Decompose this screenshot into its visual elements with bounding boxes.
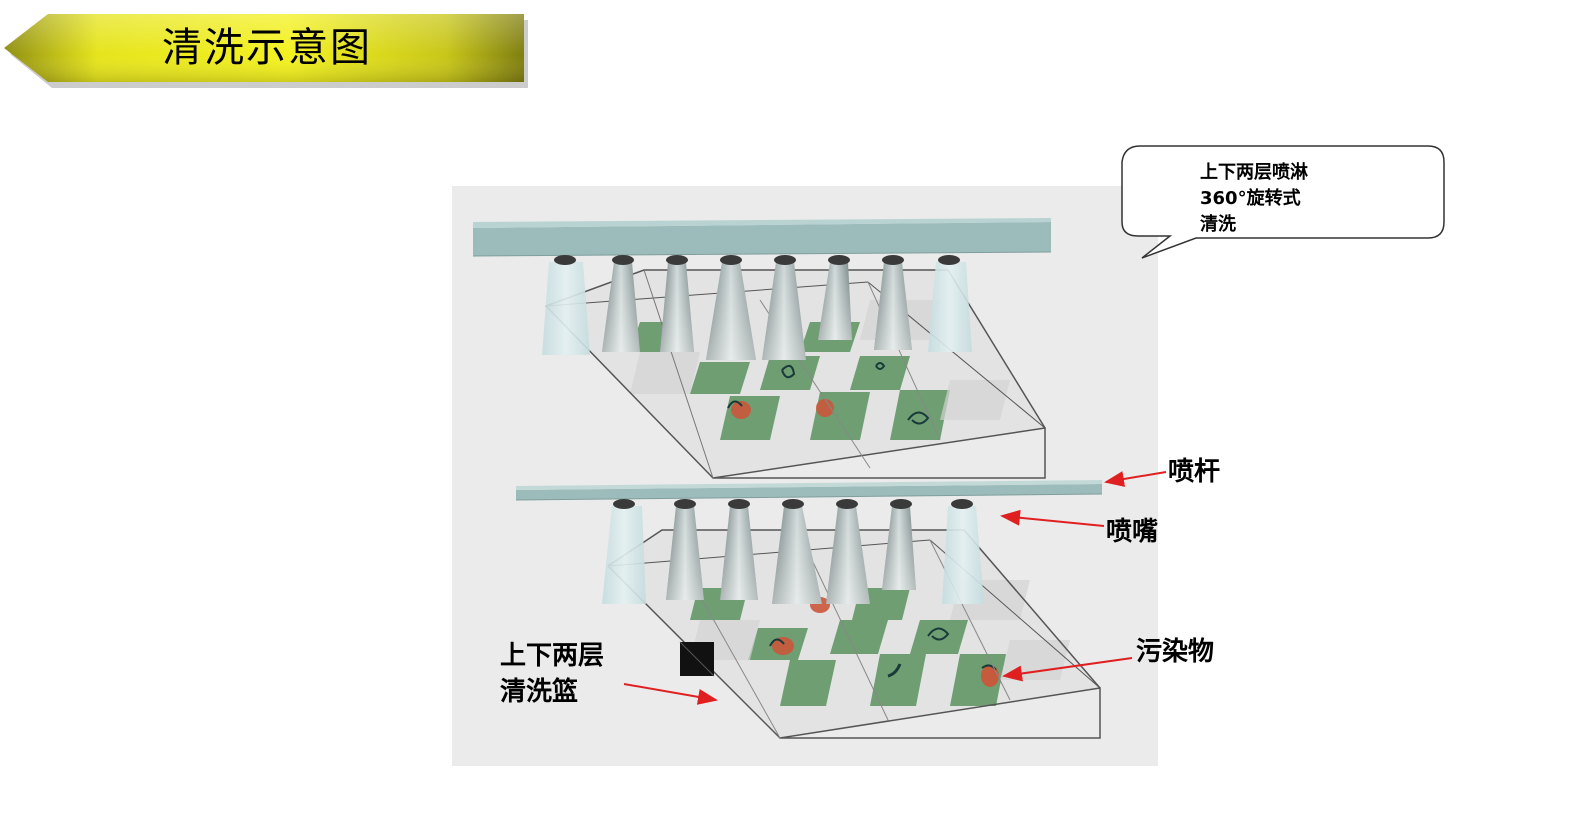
nozzle — [720, 499, 758, 600]
nozzle — [942, 499, 984, 604]
basket-label-line-1: 上下两层 — [500, 641, 604, 671]
nozzle — [874, 255, 912, 350]
callout-line-1: 上下两层喷淋 — [1200, 161, 1308, 183]
nozzle — [660, 255, 694, 352]
nozzle — [818, 255, 852, 340]
nozzle-label: 喷嘴 — [1106, 517, 1158, 547]
nozzle-arrow — [1000, 509, 1105, 527]
lower-spray-bar — [515, 480, 1103, 501]
upper-spray-bar — [472, 218, 1052, 257]
lower-nozzles — [602, 499, 984, 604]
nozzle — [762, 255, 806, 360]
nozzle — [928, 255, 972, 352]
spray-bar-arrow — [1104, 471, 1167, 487]
nozzle — [602, 499, 646, 604]
basket-label-line-2: 清洗篮 — [500, 676, 578, 707]
title-banner — [4, 14, 528, 88]
nozzle — [706, 255, 756, 360]
basket-arrow — [623, 683, 718, 705]
nozzle — [772, 499, 822, 604]
nozzle — [826, 499, 870, 604]
contaminant-label: 污染物 — [1136, 637, 1214, 667]
nozzle — [666, 499, 704, 600]
contaminant-arrow — [1002, 657, 1133, 682]
nozzle — [542, 255, 590, 355]
spray-bar-label: 喷杆 — [1168, 457, 1220, 487]
callout-bubble — [1121, 145, 1445, 259]
nozzle — [602, 255, 640, 352]
upper-nozzles — [542, 255, 972, 360]
page-title: 清洗示意图 — [162, 25, 372, 71]
callout-line-3: 清洗 — [1200, 213, 1236, 235]
nozzle — [882, 499, 916, 590]
callout-line-2: 360°旋转式 — [1200, 187, 1301, 209]
